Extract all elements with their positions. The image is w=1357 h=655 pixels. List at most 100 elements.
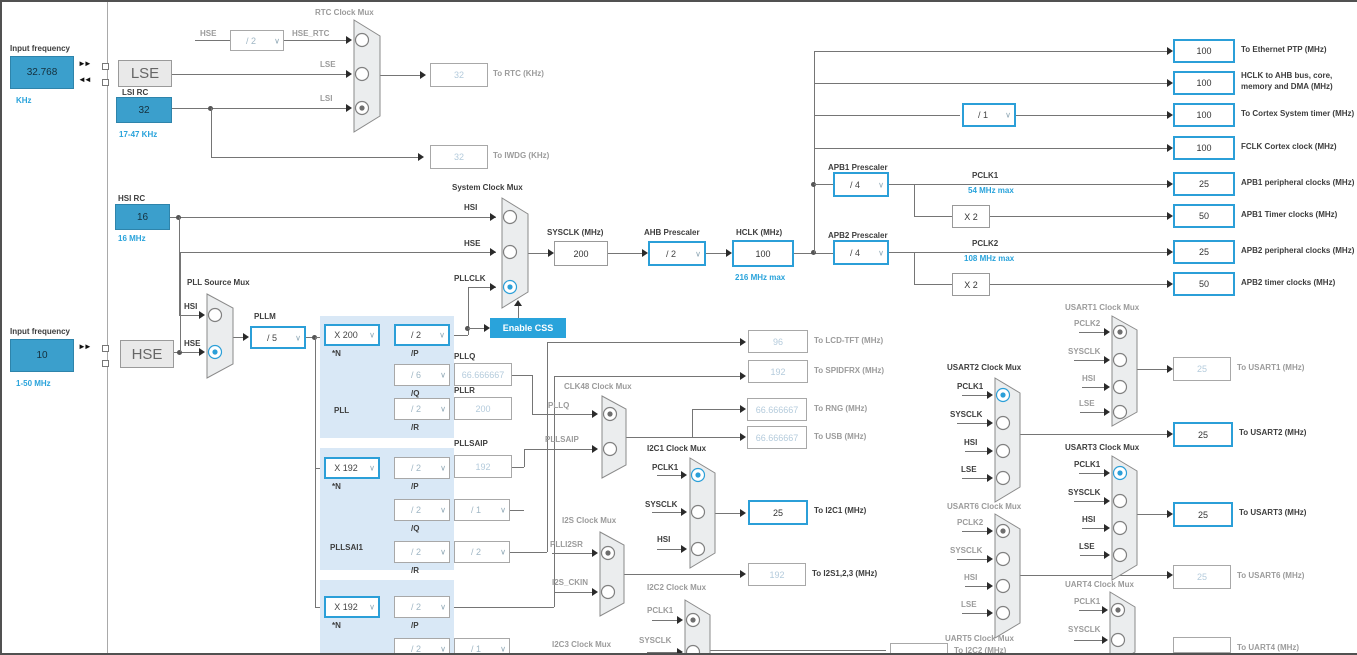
pllsrc-hse-label: HSE [184, 339, 200, 348]
apb2-peripheral-label: APB2 peripheral clocks (MHz) [1241, 246, 1354, 255]
plli2s-q-dropdown[interactable]: / 2 [394, 638, 450, 655]
ethernet-ptp-label: To Ethernet PTP (MHz) [1241, 45, 1326, 54]
usart1-out-label: To USART1 (MHz) [1237, 363, 1304, 372]
pll-r-dropdown[interactable]: / 2 [394, 398, 450, 420]
usart2-clock-mux[interactable] [995, 378, 1020, 502]
pllsai1-r-dropdown[interactable]: / 2 [394, 541, 450, 563]
usart1-hsi-label: HSI [1082, 374, 1095, 383]
hclk-ahb-value[interactable]: 100 [1173, 71, 1235, 95]
i2c1-sysclk-label: SYSCLK [645, 500, 677, 509]
pllsai1-n-dropdown[interactable]: X 192 [324, 457, 380, 479]
pllsai1-p-dropdown[interactable]: / 2 [394, 457, 450, 479]
usart6-clock-mux[interactable] [995, 514, 1020, 638]
apb2-prescaler-dropdown[interactable]: / 4 [833, 240, 889, 265]
lse-input-frequency-field[interactable]: 32.768 [10, 56, 74, 89]
ethernet-ptp-value[interactable]: 100 [1173, 39, 1235, 63]
i2s-clock-mux[interactable] [600, 532, 624, 616]
hclk-value[interactable]: 100 [732, 240, 794, 267]
pll-n-dropdown[interactable]: X 200 [324, 324, 380, 346]
uart4-mux-title: UART4 Clock Mux [1065, 580, 1134, 589]
i2c1-clock-mux[interactable] [690, 458, 715, 568]
pllsai1-q-div-dropdown[interactable]: / 1 [454, 499, 510, 521]
i2c1-value[interactable]: 25 [748, 500, 808, 525]
lcd-tft-label: To LCD-TFT (MHz) [814, 336, 883, 345]
plli2s-n-dropdown[interactable]: X 192 [324, 596, 380, 618]
usart3-value[interactable]: 25 [1173, 502, 1233, 527]
system-clock-mux[interactable] [502, 198, 528, 308]
i2s-value: 192 [748, 563, 806, 586]
hse-input-frequency-field[interactable]: 10 [10, 339, 74, 372]
pllq-value: 66.666667 [454, 363, 512, 386]
usart3-clock-mux[interactable] [1112, 456, 1137, 580]
usart1-pclk2-label: PCLK2 [1074, 319, 1100, 328]
clk48-clock-mux[interactable] [602, 396, 626, 478]
i2s-plli2sr-label: PLLI2SR [550, 540, 583, 549]
apb2-timer-label: APB2 timer clocks (MHz) [1241, 278, 1335, 287]
cortex-timer-label: To Cortex System timer (MHz) [1241, 109, 1354, 118]
plli2s-q-div-dropdown[interactable]: / 1 [454, 638, 510, 655]
usart3-lse-label: LSE [1079, 542, 1095, 551]
clk48-mux-title: CLK48 Clock Mux [564, 382, 632, 391]
pllq-label: PLLQ [454, 352, 475, 361]
hse-pin-checkbox[interactable] [102, 345, 109, 352]
apb1-peripheral-label: APB1 peripheral clocks (MHz) [1241, 178, 1354, 187]
input-frequency-label-lse: Input frequency [10, 44, 70, 53]
usart1-clock-mux[interactable] [1112, 316, 1137, 426]
cortex-timer-value[interactable]: 100 [1173, 103, 1235, 127]
fclk-value[interactable]: 100 [1173, 136, 1235, 160]
usart1-sysclk-label: SYSCLK [1068, 347, 1100, 356]
lse-pin-checkbox-2[interactable] [102, 79, 109, 86]
plli2s-p-dropdown[interactable]: / 2 [394, 596, 450, 618]
to-iwdg-label: To IWDG (KHz) [493, 151, 549, 160]
hclk-ahb-label-line1: HCLK to AHB bus, core, [1241, 71, 1332, 80]
i2c2-clock-mux[interactable] [685, 600, 710, 655]
pllsaip-label: PLLSAIP [454, 439, 488, 448]
to-rtc-value: 32 [430, 63, 488, 87]
system-clock-mux-title: System Clock Mux [452, 183, 523, 192]
uart4-clock-mux[interactable] [1110, 592, 1135, 655]
pllm-dropdown[interactable]: / 5 [250, 326, 306, 349]
rtc-clock-mux[interactable] [354, 20, 380, 132]
ahb-prescaler-dropdown[interactable]: / 2 [648, 241, 706, 266]
usart6-mux-title: USART6 Clock Mux [947, 502, 1021, 511]
i2s-ckin-label: I2S_CKIN [552, 578, 588, 587]
pllsrc-hsi-label: HSI [184, 302, 197, 311]
pll-p-dropdown[interactable]: / 2 [394, 324, 450, 346]
apb1-timer-value[interactable]: 50 [1173, 204, 1235, 228]
apb2-timer-value[interactable]: 50 [1173, 272, 1235, 296]
pll-n-label: *N [332, 349, 341, 358]
pllsai1-q-label: /Q [411, 524, 419, 533]
pllr-value: 200 [454, 397, 512, 420]
lsi-frequency-box: 32 [116, 97, 172, 123]
apb1-prescaler-label: APB1 Prescaler [828, 163, 888, 172]
rtc-hse-label: HSE [200, 29, 216, 38]
left-panel-divider [107, 2, 108, 653]
cortex-divider-dropdown[interactable]: / 1 [962, 103, 1016, 127]
pll-source-mux-title: PLL Source Mux [187, 278, 250, 287]
sys-pllclk-label: PLLCLK [454, 274, 486, 283]
hse-pin-checkbox-2[interactable] [102, 360, 109, 367]
i2s-out-label: To I2S1,2,3 (MHz) [812, 569, 877, 578]
apb1-peripheral-value[interactable]: 25 [1173, 172, 1235, 196]
fclk-label: FCLK Cortex clock (MHz) [1241, 142, 1337, 151]
pllsai1-q-dropdown[interactable]: / 2 [394, 499, 450, 521]
hse-range-label: 1-50 MHz [16, 379, 51, 388]
usart3-hsi-label: HSI [1082, 515, 1095, 524]
lsi-range-label: 17-47 KHz [119, 130, 157, 139]
apb2-peripheral-value[interactable]: 25 [1173, 240, 1235, 264]
lse-pin-checkbox[interactable] [102, 63, 109, 70]
pll-q-dropdown[interactable]: / 6 [394, 364, 450, 386]
pllsaip-value: 192 [454, 455, 512, 478]
usb-label: To USB (MHz) [814, 432, 866, 441]
pll-source-mux[interactable] [207, 294, 233, 378]
sys-hse-label: HSE [464, 239, 480, 248]
usart2-sysclk-label: SYSCLK [950, 410, 982, 419]
enable-css-button[interactable]: Enable CSS [490, 318, 566, 338]
usart2-value[interactable]: 25 [1173, 422, 1233, 447]
pllsai1-r-div-dropdown[interactable]: / 2 [454, 541, 510, 563]
apb1-prescaler-dropdown[interactable]: / 4 [833, 172, 889, 197]
hsi-rc-label: HSI RC [118, 194, 145, 203]
pllr-label: PLLR [454, 386, 475, 395]
usart1-lse-label: LSE [1079, 399, 1095, 408]
hse-rtc-divider-dropdown[interactable]: / 2 [230, 30, 284, 51]
